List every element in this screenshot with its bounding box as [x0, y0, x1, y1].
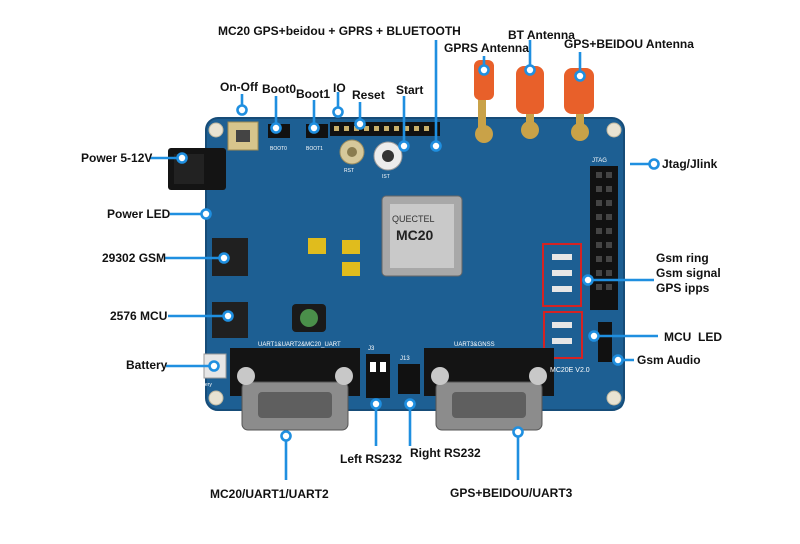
silk-boot0: BOOT0	[270, 146, 287, 152]
label-gps-uart3: GPS+BEIDOU/UART3	[450, 486, 573, 500]
label-on-off: On-Off	[220, 80, 258, 94]
jtag-header	[590, 166, 618, 310]
silk-version: MC20E V2.0	[550, 367, 590, 374]
j3-jumper-block	[366, 354, 390, 398]
capacitor-yellow-2	[342, 262, 360, 276]
label-power-led: Power LED	[107, 207, 171, 221]
label-boot1: Boot1	[296, 87, 330, 101]
label-gps-ipps: GPS ipps	[656, 281, 710, 295]
mcu-led-highlight-box	[543, 311, 583, 359]
label-29302-gsm: 29302 GSM	[102, 251, 167, 265]
bt-antenna	[516, 66, 544, 139]
label-right-rs232: Right RS232	[410, 446, 481, 460]
label-gprs-antenna: GPRS Antenna	[444, 41, 529, 55]
label-gsm-audio: Gsm Audio	[637, 353, 701, 367]
label-reset: Reset	[352, 88, 385, 102]
label-start: Start	[396, 83, 424, 97]
module-model-text: MC20	[396, 227, 434, 243]
label-jtag: Jtag/Jlink	[662, 157, 718, 171]
label-gps-beidou-antenna: GPS+BEIDOU Antenna	[564, 37, 694, 51]
silk-uart-left: UART1&UART2&MC20_UART	[258, 342, 341, 348]
silk-ist: IST	[382, 174, 390, 180]
label-boot0: Boot0	[262, 82, 296, 96]
right-db9-connector	[424, 348, 554, 431]
callout-lines	[150, 40, 658, 480]
label-mcu-led: MCU LED	[664, 330, 722, 344]
silk-battery: Battery	[196, 382, 212, 388]
label-2576-mcu: 2576 MCU	[110, 309, 168, 323]
silk-uart-right: UART3&GNSS	[454, 342, 495, 348]
gps-beidou-antenna	[564, 68, 594, 141]
label-gsm-signal: Gsm signal	[656, 266, 721, 280]
diagram-title: MC20 GPS+beidou + GPRS + BLUETOOTH	[218, 24, 461, 38]
silk-jtag: JTAG	[592, 158, 607, 164]
label-mc20-uart: MC20/UART1/UART2	[210, 487, 329, 501]
module-brand-text: QUECTEL	[392, 214, 435, 224]
gsm-led-highlight-box	[542, 243, 582, 307]
label-power: Power 5-12V	[81, 151, 153, 165]
callout-dots	[176, 64, 660, 442]
left-db9-connector	[230, 348, 360, 431]
label-battery: Battery	[126, 358, 168, 372]
label-io: IO	[333, 81, 346, 95]
silk-j3: J3	[368, 346, 375, 352]
label-gsm-ring: Gsm ring	[656, 251, 709, 265]
audio-connector	[598, 322, 612, 362]
silk-rst: RST	[344, 168, 354, 174]
j13-jumper-block	[398, 364, 420, 394]
label-left-rs232: Left RS232	[340, 452, 403, 466]
capacitor-yellow-1	[342, 240, 360, 254]
label-bt-antenna: BT Antenna	[508, 28, 575, 42]
silk-j13: J13	[400, 356, 410, 362]
silk-boot1: BOOT1	[306, 146, 323, 152]
